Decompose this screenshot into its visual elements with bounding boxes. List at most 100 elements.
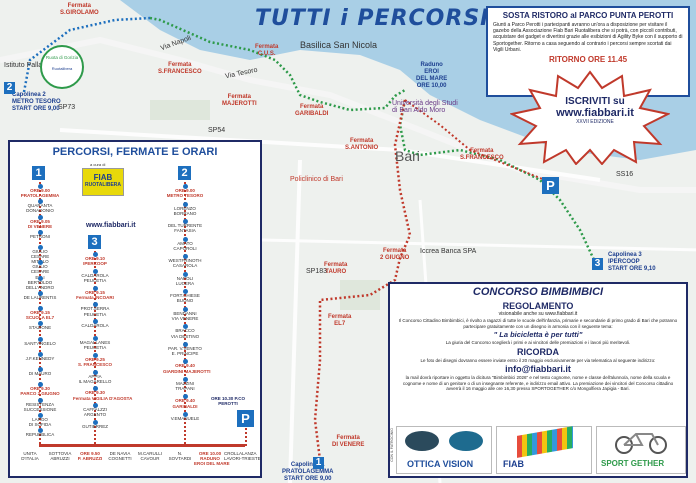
route-2-line xyxy=(184,182,186,444)
col1-stop: ORE 9.05 DI VENERE xyxy=(27,218,53,229)
col1-stop-dot xyxy=(38,336,43,342)
col1-stop-dot xyxy=(38,260,43,266)
col3-stop: CALDAROLA xyxy=(81,323,109,329)
col3-stop-dot xyxy=(93,268,98,274)
col1-stop-dot xyxy=(38,428,43,433)
col2-stop: FORT.CHIESE BUONO xyxy=(170,293,200,304)
sponsor-ottica-label: OTTICA VISION xyxy=(407,459,474,469)
col1-stop-dot xyxy=(38,382,43,388)
bicycle-icon xyxy=(615,433,667,454)
brand-logo: Ruota di Gorizia Ruotalibera xyxy=(40,45,84,89)
concorso-visionabile: visionabile anche su www.fiabbari.it xyxy=(498,311,578,317)
iscriviti-block: ISCRIVITI su www.fiabbari.it XXVII EDIZI… xyxy=(535,96,655,125)
col2-stop-dot xyxy=(183,306,188,312)
col1-stop: LARGO DI SOFIDA xyxy=(28,416,52,427)
concorso-mail[interactable]: info@fiabbari.it xyxy=(505,364,571,374)
col2-stop-dot xyxy=(183,201,188,207)
col3-stop: GUTIERREZ xyxy=(81,424,108,429)
panel-website[interactable]: www.fiabbari.it xyxy=(86,222,136,229)
col3-stop-dot xyxy=(93,420,98,425)
map-ss16: SS16 xyxy=(616,171,634,178)
panel-parking: P xyxy=(237,410,254,427)
col2-stop: MAZZINI TRAPANI xyxy=(175,380,195,392)
col2-stop: BENDANNI VIA VENERE xyxy=(171,310,199,321)
col2-stop-dot xyxy=(183,376,188,382)
starburst-shape xyxy=(510,70,670,165)
col2-stop: PAR. V.VENETO E. PRINCIPE xyxy=(168,345,202,357)
perotti-line xyxy=(245,420,247,446)
sponsor-note: CON IL PATROCINIO xyxy=(390,428,394,462)
fiab-logo-sub: RUOTALIBERA xyxy=(84,182,121,188)
col2-stop: DEL TURRENTE FANTASIA xyxy=(167,223,203,234)
col2-stop-dot xyxy=(183,324,188,330)
bottom-stop: N. SOVTARDI xyxy=(168,451,192,462)
sunglasses-icon-2 xyxy=(449,431,483,451)
bottom-stop: M.CARULLI CAVOUR xyxy=(137,451,162,462)
map-bari: Bari xyxy=(395,148,420,164)
sosta-body: Giunti a Parco Perotti i partecipanti av… xyxy=(493,22,683,53)
route-2-number: 2 xyxy=(178,166,191,180)
col1-stop: ORE 9.15 SCUOLA EL7 xyxy=(25,310,55,321)
bottom-stop: UNITA D'ITALIA xyxy=(21,451,39,462)
bottom-stop: ORE 10.00 RADUNO EROI DEL MARE xyxy=(194,451,230,467)
col1-stop: ORE 9.00 PRATOLAGEMMA xyxy=(20,188,60,199)
col3-stop: MAGALLANES PEUCETIA xyxy=(79,340,111,351)
col1-stop: DI MAURO xyxy=(28,371,52,376)
bottom-stop: DE NAVIA COGNETTI xyxy=(108,451,132,462)
col1-stop: QUARANTA DONADONIO xyxy=(26,203,54,214)
percorsi-panel: PERCORSI, FERMATE E ORARI xyxy=(8,140,262,478)
col3-stop-dot xyxy=(93,352,98,358)
col2-stop-dot xyxy=(183,271,188,277)
concorso-paragraph-4: la mail dovrà riportare in oggetto la di… xyxy=(402,375,674,391)
col2-stop: AMATO CAPOROLI xyxy=(173,240,197,251)
map-pallavicino: Istituto Pallavi... xyxy=(4,62,54,69)
col1-stop: DE LAURENTIS xyxy=(23,294,57,300)
col1-stop-dot xyxy=(38,306,43,311)
col3-stop: PROT.SERRA PEUCETIA xyxy=(80,306,110,317)
map-sp73: SP73 xyxy=(58,104,76,111)
col3-stop-dot xyxy=(93,403,98,409)
col3-stop: APPIA IL MAGARELLO xyxy=(78,373,112,384)
col3-stop-dot xyxy=(93,302,98,308)
col1-stop-dot xyxy=(38,275,43,281)
col3-stop: ORE 9.25 S. FRANCESCO xyxy=(77,356,112,367)
col1-stop-dot xyxy=(38,229,43,235)
sunglasses-icon xyxy=(405,431,439,451)
concorso-quote: " La bicicletta è per tutti" xyxy=(493,330,583,339)
concorso-regolamento: REGOLAMENTO xyxy=(502,301,574,311)
map-basilica: Basilica San Nicola xyxy=(300,40,378,50)
col1-stop-dot xyxy=(38,245,43,250)
label-capolinea1: Capolinea 1 PRATOLAGEMMA START ORE 9,00 xyxy=(282,462,334,482)
col2-stop: ORE 9.00 METRO TESORO xyxy=(166,188,204,199)
bottom-route-line xyxy=(39,444,245,447)
map-sp183: SP183 xyxy=(306,268,328,275)
col2-stop: V.EMANUELE xyxy=(170,416,200,421)
map-policlinico: Policlinico di Bari xyxy=(290,176,343,183)
iscriviti-link[interactable]: www.fiabbari.it xyxy=(556,107,634,119)
concorso-paragraph-3: Le foto dei disegni dovranno essere invi… xyxy=(420,357,656,363)
marker-capolinea-3: 3 xyxy=(592,258,603,270)
page-title: TUTTI i PERCORSI xyxy=(255,6,490,31)
bottom-stop: SOTTOVIA ABRUZZI xyxy=(48,451,72,462)
col2-stop: NAPOLI LUCERA xyxy=(175,275,195,286)
sponsor-fiab: FIAB xyxy=(496,426,592,474)
parking-marker: P xyxy=(542,177,559,194)
col1-stop-dot xyxy=(38,412,43,418)
fiab-logo: FIAB RUOTALIBERA xyxy=(82,168,124,196)
bottom-stop: CROLLALANZA LAVORI-TRIESTE xyxy=(224,451,261,462)
a-cura-di: a cura di xyxy=(90,162,106,167)
label-el7: Fermata EL7 xyxy=(328,314,352,327)
bottom-stop: ORE 9.50 P. ABRUZZI xyxy=(77,451,103,462)
col1-stop-dot xyxy=(38,214,43,220)
marker-capolinea-1: 1 xyxy=(313,457,324,469)
label-girolamo: Fermata S.GIROLAMO xyxy=(60,3,99,16)
col2-stop: WESTFRINOTH CASAROLA xyxy=(168,258,202,269)
col3-stop: ORE 9.30 Fermata VIGILIA D'AGOSTA xyxy=(73,390,132,401)
col1-stop: BERTOLDO DELL'ANDRO xyxy=(25,279,55,290)
col2-stop-dot xyxy=(183,359,188,365)
col2-stop-dot xyxy=(183,236,188,242)
col3-stop: ORE 9.15 Fermata INCOARI xyxy=(76,289,114,300)
iscriviti-edizione: XXVII EDIZIONE xyxy=(576,119,614,125)
label-tauro: Fermata TAURO xyxy=(324,262,348,275)
sosta-heading: SOSTA RISTORO al PARCO PUNTA PEROTTI xyxy=(502,11,674,20)
